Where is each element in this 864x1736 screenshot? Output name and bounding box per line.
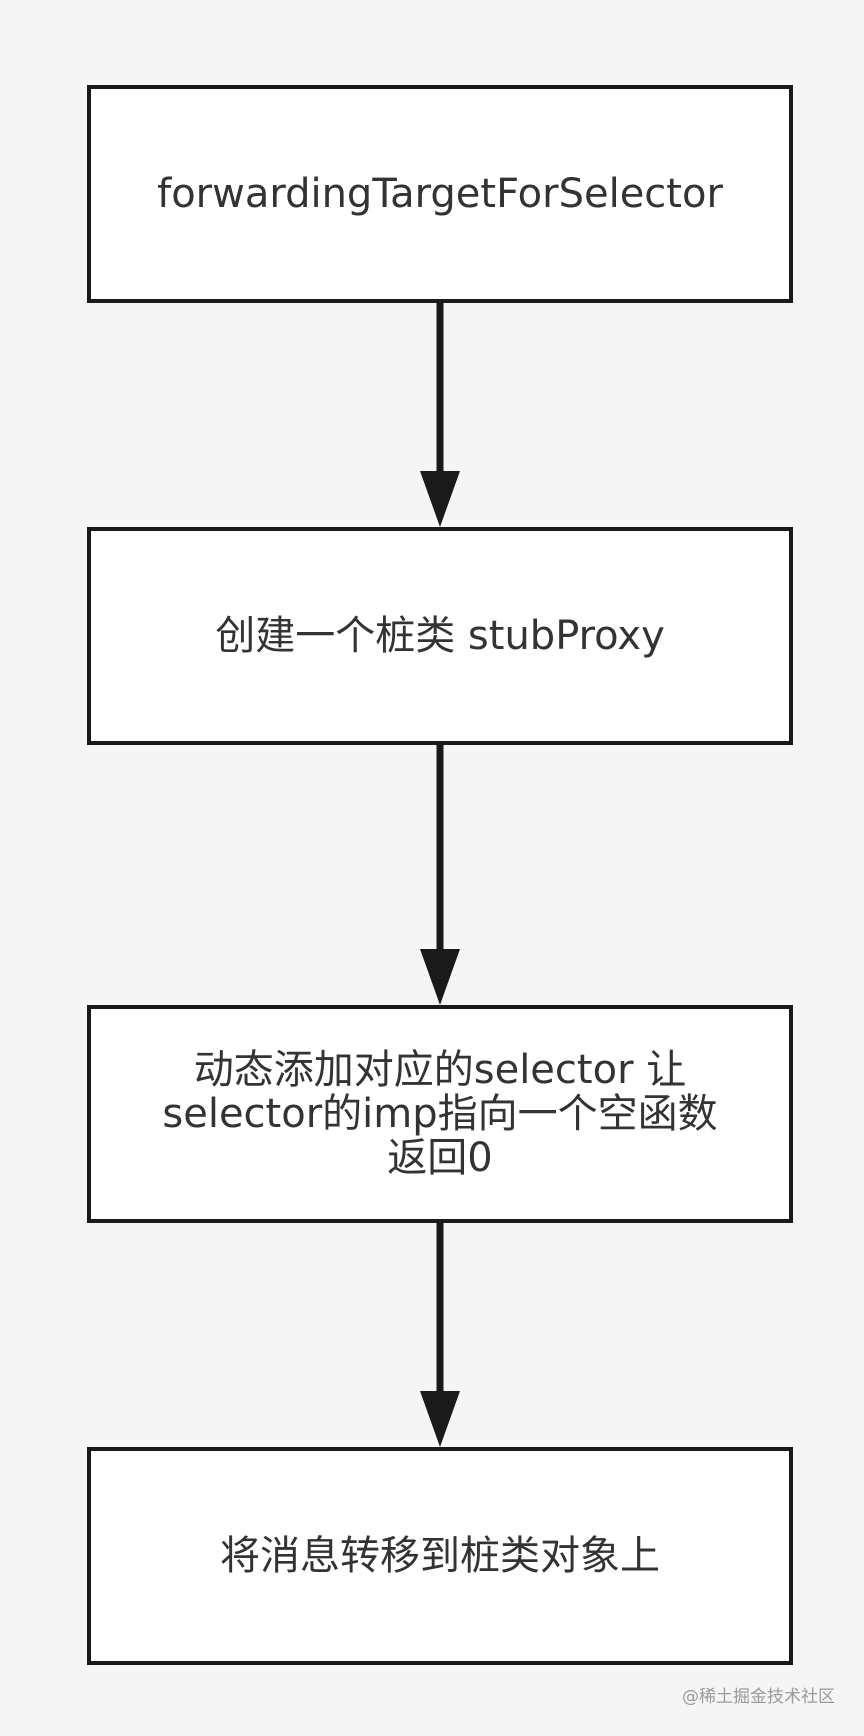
- flow-step-4-label: 将消息转移到桩类对象上: [220, 1533, 660, 1579]
- arrow-step-2-to-3: [420, 745, 460, 1005]
- flow-step-1-box: forwardingTargetForSelector: [87, 85, 793, 303]
- flow-step-3-label: 动态添加对应的selector 让 selector的imp指向一个空函数 返回…: [162, 1047, 718, 1181]
- flow-step-4-box: 将消息转移到桩类对象上: [87, 1447, 793, 1665]
- arrow-step-1-to-2: [420, 303, 460, 527]
- arrow-step-3-to-4: [420, 1223, 460, 1447]
- flow-step-1-label: forwardingTargetForSelector: [157, 171, 723, 217]
- arrow-head: [420, 471, 460, 527]
- arrow-head: [420, 949, 460, 1005]
- watermark-text: @稀土掘金技术社区: [682, 1687, 835, 1707]
- arrow-head: [420, 1391, 460, 1447]
- flow-step-3-box: 动态添加对应的selector 让 selector的imp指向一个空函数 返回…: [87, 1005, 793, 1223]
- flow-step-2-label: 创建一个桩类 stubProxy: [215, 613, 665, 659]
- flow-step-2-box: 创建一个桩类 stubProxy: [87, 527, 793, 745]
